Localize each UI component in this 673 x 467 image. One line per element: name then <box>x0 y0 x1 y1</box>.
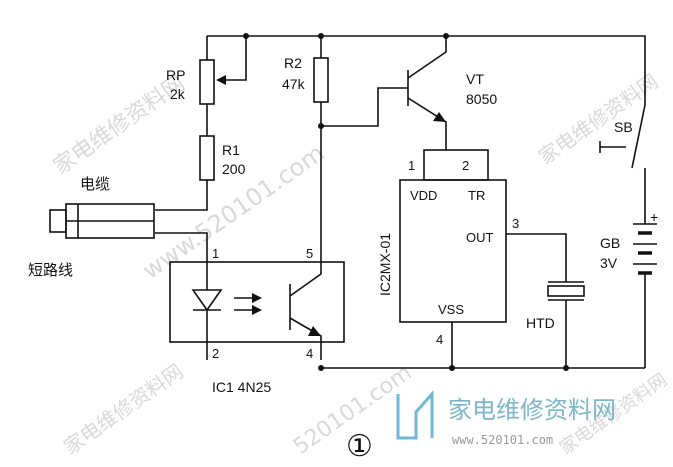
ic2-vss-label: VSS <box>438 302 464 317</box>
ic1-phototransistor <box>289 256 322 360</box>
top-rail-wire <box>207 35 646 105</box>
r1-to-cable-wire <box>155 180 208 211</box>
r2-name: R2 <box>284 55 302 71</box>
ic2-body <box>399 179 507 323</box>
r2-resistor <box>313 57 329 103</box>
rp-wiper-arrow <box>216 75 226 85</box>
ic1-light-arrows <box>234 293 262 315</box>
ic1-pin5: 5 <box>306 246 313 261</box>
watermark-text-1: 家电维修资料网 <box>49 71 190 180</box>
junction-dot <box>563 365 569 371</box>
ic2-pin3-number: 3 <box>512 216 519 231</box>
cable-to-ic1-wire <box>155 232 208 246</box>
r1-resistor <box>199 135 215 181</box>
ic1-led <box>191 289 223 312</box>
vt-transistor <box>407 36 447 150</box>
ic1-pin2: 2 <box>212 346 219 361</box>
watermark-logo: 家电维修资料网 www.520101.com <box>396 390 616 447</box>
rp-name: RP <box>166 67 185 83</box>
vt-value: 8050 <box>466 91 497 107</box>
sb-switch <box>631 104 646 169</box>
ic2-pin2-number: 2 <box>462 158 469 173</box>
ic1-pin1: 1 <box>212 246 219 261</box>
book-logo-icon <box>396 390 434 440</box>
gb-value: 3V <box>600 255 618 271</box>
rp-resistor <box>199 59 215 105</box>
ic2-tr-label: TR <box>468 188 485 203</box>
short-wire-label: 短路线 <box>28 261 73 279</box>
cable-label: 电缆 <box>80 175 110 193</box>
vt-name: VT <box>466 71 484 87</box>
junction-dot <box>449 365 455 371</box>
ic1-body <box>169 261 345 343</box>
ic2-pin1-number: 1 <box>408 158 415 173</box>
ic2-pin-tab <box>423 149 489 181</box>
gb-name: GB <box>600 235 620 251</box>
cable-plug <box>49 203 155 239</box>
ic2-vdd-label: VDD <box>410 188 437 203</box>
gb-plus-sign: + <box>650 209 658 225</box>
junction-dot <box>318 365 324 371</box>
sb-name: SB <box>614 119 633 135</box>
ic2-pin4-number: 4 <box>436 332 443 347</box>
ic1-pin4: 4 <box>306 346 313 361</box>
htd-buzzer <box>547 281 585 301</box>
gb-battery <box>633 223 657 275</box>
ic2-out-label: OUT <box>466 230 494 245</box>
rp-wiper-wire <box>218 36 247 81</box>
figure-number: ① <box>346 429 373 464</box>
watermark-url: www.520101.com <box>452 433 553 447</box>
r1-name: R1 <box>222 142 240 158</box>
rp-value: 2k <box>170 86 186 102</box>
r2-value: 47k <box>282 76 306 92</box>
htd-name: HTD <box>526 315 555 331</box>
ic2-name: IC2MX-01 <box>377 233 393 296</box>
r1-value: 200 <box>222 161 246 177</box>
out-wire <box>506 233 567 282</box>
base-wire <box>321 87 408 127</box>
watermark-logo-text: 家电维修资料网 <box>448 396 616 424</box>
ic1-name: IC1 4N25 <box>212 379 271 395</box>
watermark-text-3: 家电维修资料网 <box>59 359 187 459</box>
watermark-text-5: 家电维修资料网 <box>534 69 662 169</box>
